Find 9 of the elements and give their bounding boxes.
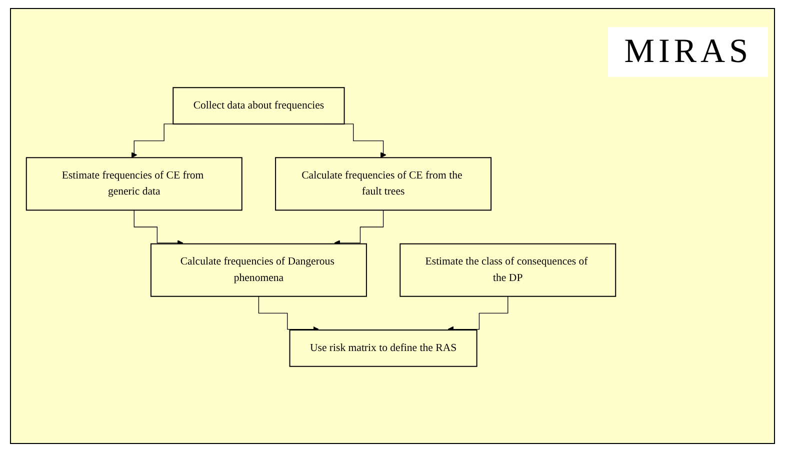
arrow (448, 296, 508, 332)
node-box: Calculate frequencies of Dangerous phenomena (150, 243, 367, 297)
node-box: Estimate frequencies of CE from generic data (26, 157, 242, 211)
node-box: Collect data about frequencies (172, 87, 345, 124)
node-box: Calculate frequencies of CE from the fault trees (275, 157, 492, 211)
title: MIRAS (608, 27, 768, 77)
node-box: Estimate the class of consequences of the DP (400, 243, 616, 297)
arrow (258, 296, 319, 332)
node-box: Use risk matrix to define the RAS (289, 330, 478, 367)
